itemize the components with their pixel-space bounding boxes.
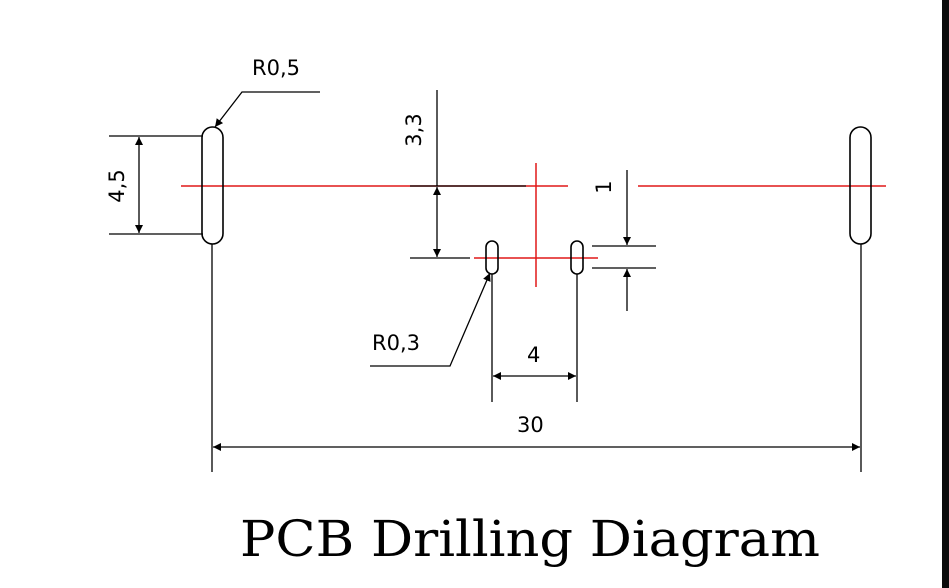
label-radius-large: R0,5 [252, 56, 300, 80]
label-offset-small: 1 [592, 180, 616, 193]
label-radius-small: R0,3 [372, 331, 420, 355]
label-spacing-total: 30 [517, 413, 544, 437]
leader-r03 [370, 272, 491, 367]
diagram-title: PCB Drilling Diagram [240, 510, 820, 568]
label-offset-vertical: 3,3 [402, 113, 426, 146]
leader-r05 [214, 91, 320, 128]
centerlines [181, 163, 886, 287]
label-height-slot: 4,5 [105, 169, 129, 202]
dimension-lines [109, 90, 862, 472]
window-edge-bar [942, 0, 949, 588]
label-spacing-small: 4 [527, 343, 540, 367]
